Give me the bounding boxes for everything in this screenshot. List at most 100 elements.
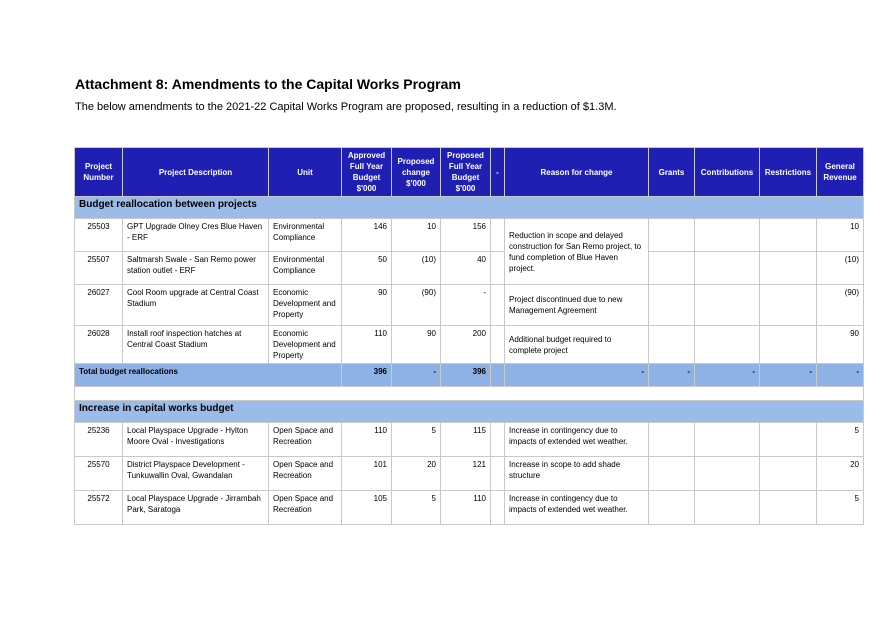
cell-approved: 101 [341,456,392,491]
section-title: Increase in capital works budget [74,400,864,423]
cell-restrictions [759,456,817,491]
col-general-revenue: General Revenue [816,147,864,197]
cell-restrictions [759,284,817,326]
total-general-revenue: - [816,363,864,387]
total-restrictions: - [759,363,817,387]
cell-contributions [694,456,760,491]
page-title: Attachment 8: Amendments to the Capital … [75,76,461,92]
cell-general-revenue: 5 [816,422,864,457]
cell-change: 10 [391,218,441,252]
total-contributions: - [694,363,760,387]
cell-change: (10) [391,251,441,285]
cell-proposed: 156 [440,218,491,252]
cell-reason: Project discontinued due to new Manageme… [504,284,649,326]
cell-proposed: 200 [440,325,491,364]
total-approved: 396 [341,363,392,387]
table-row: 25503 GPT Upgrade Olney Cres Blue Haven … [74,218,864,285]
cell-grants [648,422,695,457]
cell-contributions [694,251,760,285]
cell-grants [648,325,695,364]
cell-unit: Environmental Compliance [268,218,342,252]
cell-blank [490,325,505,364]
cell-proposed: 110 [440,490,491,525]
cell-proposed: 115 [440,422,491,457]
cell-reason: Increase in contingency due to impacts o… [504,490,649,525]
cell-unit: Economic Development and Property [268,284,342,326]
cell-blank [490,456,505,491]
cell-number: 25572 [74,490,123,525]
cell-proposed: - [440,284,491,326]
cell-contributions [694,218,760,252]
cell-general-revenue: 5 [816,490,864,525]
intro-text: The below amendments to the 2021-22 Capi… [75,101,617,113]
cell-approved: 50 [341,251,392,285]
cell-blank [490,251,505,285]
cell-approved: 146 [341,218,392,252]
section-row: Increase in capital works budget [74,400,864,423]
col-project-description: Project Description [122,147,269,197]
cell-reason: Additional budget required to complete p… [504,325,649,364]
section-row: Budget reallocation between projects [74,196,864,219]
cell-restrictions [759,218,817,252]
cell-blank [490,422,505,457]
total-blank [490,363,505,387]
cell-general-revenue: 90 [816,325,864,364]
table-row: 25572 Local Playspace Upgrade - Jirramba… [74,490,864,525]
total-change: - [391,363,441,387]
cell-grants [648,490,695,525]
cell-contributions [694,325,760,364]
total-proposed: 396 [440,363,491,387]
col-contributions: Contributions [694,147,760,197]
cell-blank [490,284,505,326]
cell-number: 25570 [74,456,123,491]
cell-description: Cool Room upgrade at Central Coast Stadi… [122,284,269,326]
cell-proposed: 121 [440,456,491,491]
cell-blank [490,218,505,252]
cell-change: 90 [391,325,441,364]
cell-reason: Increase in scope to add shade structure [504,456,649,491]
cell-number: 26027 [74,284,123,326]
section-title: Budget reallocation between projects [74,196,864,219]
capital-works-table: Project Number Project Description Unit … [74,147,864,525]
cell-change: 5 [391,490,441,525]
cell-description: Local Playspace Upgrade - Jirrambah Park… [122,490,269,525]
total-row: Total budget reallocations 396 - 396 - -… [74,363,864,387]
cell-number: 25236 [74,422,123,457]
cell-description: GPT Upgrade Olney Cres Blue Haven - ERF [122,218,269,252]
cell-reason: Reduction in scope and delayed construct… [504,218,649,285]
cell-approved: 105 [341,490,392,525]
cell-contributions [694,284,760,326]
cell-unit: Open Space and Recreation [268,422,342,457]
spacer-cell [74,386,864,401]
cell-grants [648,218,695,252]
table-row: 25507 Saltmarsh Swale - San Remo power s… [74,251,864,285]
col-project-number: Project Number [74,147,123,197]
cell-change: 5 [391,422,441,457]
cell-unit: Open Space and Recreation [268,490,342,525]
cell-unit: Economic Development and Property [268,325,342,364]
cell-grants [648,251,695,285]
cell-change: (90) [391,284,441,326]
total-reason: - [504,363,649,387]
col-blank: - [490,147,505,197]
cell-restrictions [759,490,817,525]
cell-description: Install roof inspection hatches at Centr… [122,325,269,364]
cell-change: 20 [391,456,441,491]
col-restrictions: Restrictions [759,147,817,197]
cell-restrictions [759,422,817,457]
cell-number: 26028 [74,325,123,364]
cell-approved: 90 [341,284,392,326]
cell-grants [648,456,695,491]
table-row: 25236 Local Playspace Upgrade - Hylton M… [74,422,864,457]
cell-unit: Open Space and Recreation [268,456,342,491]
cell-general-revenue: 20 [816,456,864,491]
col-proposed-budget: Proposed Full Year Budget $'000 [440,147,491,197]
cell-reason: Increase in contingency due to impacts o… [504,422,649,457]
cell-contributions [694,422,760,457]
table-row: 26028 Install roof inspection hatches at… [74,325,864,364]
cell-contributions [694,490,760,525]
cell-grants [648,284,695,326]
cell-restrictions [759,325,817,364]
cell-proposed: 40 [440,251,491,285]
cell-description: Local Playspace Upgrade - Hylton Moore O… [122,422,269,457]
